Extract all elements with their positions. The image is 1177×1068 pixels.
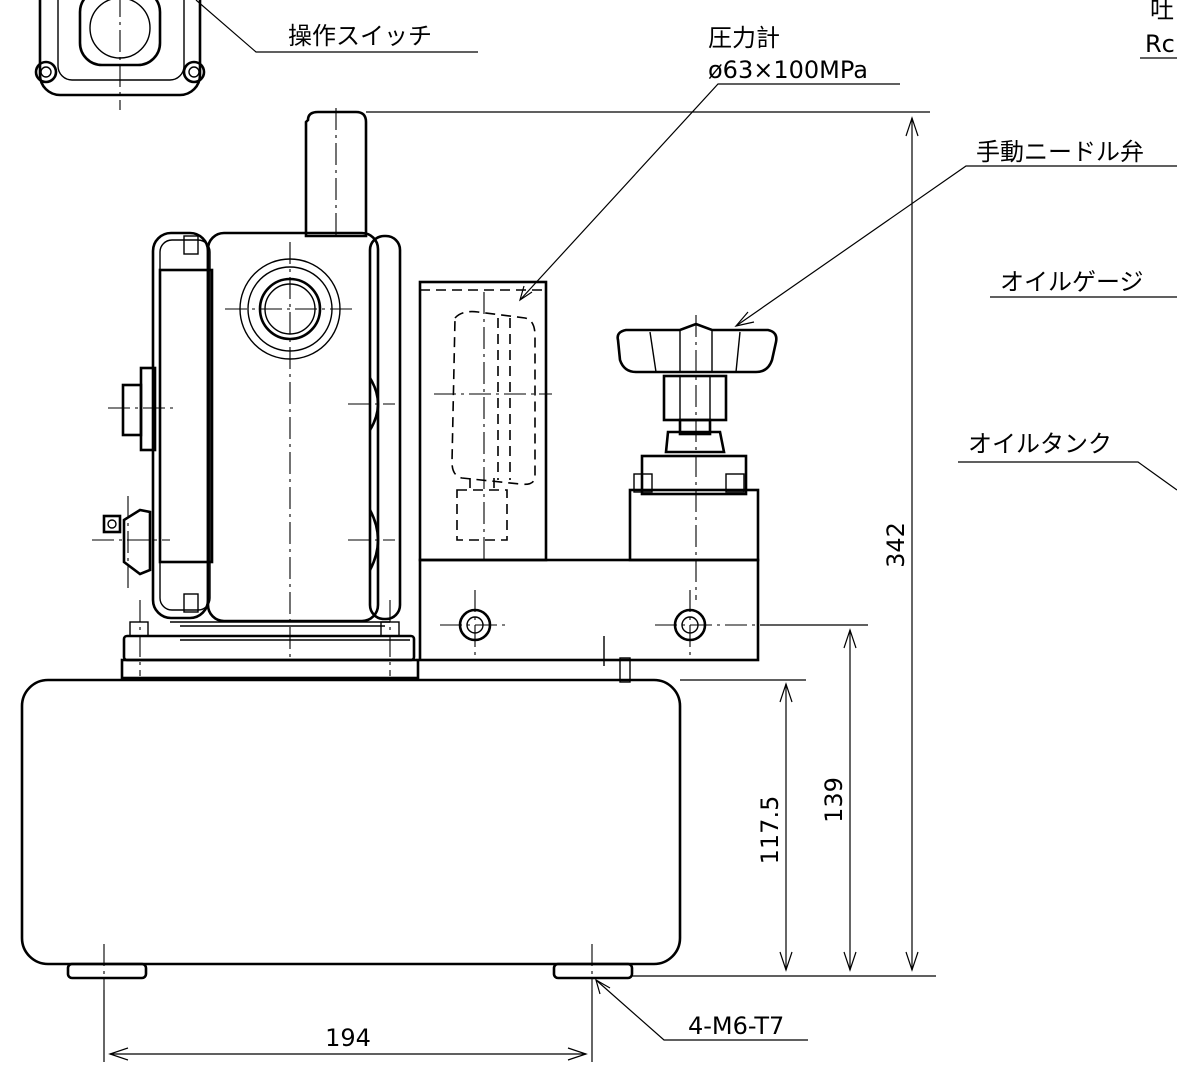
needle-valve <box>616 315 778 600</box>
oil-gauge-label: オイルゲージ <box>1000 268 1144 296</box>
oil-tank-label: オイルタンク <box>968 430 1112 458</box>
operation-switch-label: 操作スイッチ <box>288 22 432 50</box>
annotation-labels: 操作スイッチ 圧力計 ø63×100MPa 手動ニードル弁 オイルゲージ オイル… <box>288 0 1175 1052</box>
discharge-label: 吐 <box>1150 0 1174 24</box>
leader-lines <box>195 0 1177 1041</box>
pressure-gauge <box>418 280 552 562</box>
oil-tank <box>20 678 682 990</box>
tank-height-dimension: 117.5 <box>756 796 784 865</box>
pressure-gauge-spec-label: ø63×100MPa <box>708 56 868 84</box>
port-label: Rc <box>1145 30 1175 58</box>
manifold-block <box>418 558 800 683</box>
mount-bolts-label: 4-M6-T7 <box>688 1012 784 1040</box>
overall-height-dimension: 342 <box>882 522 910 568</box>
dimension-lines <box>103 111 936 1062</box>
foot-pitch-dimension: 194 <box>325 1024 371 1052</box>
pressure-gauge-label: 圧力計 <box>708 24 780 52</box>
needle-valve-label: 手動ニードル弁 <box>976 138 1144 166</box>
operation-switch <box>34 0 206 110</box>
block-height-dimension: 139 <box>820 777 848 823</box>
motor-housing <box>92 108 420 680</box>
